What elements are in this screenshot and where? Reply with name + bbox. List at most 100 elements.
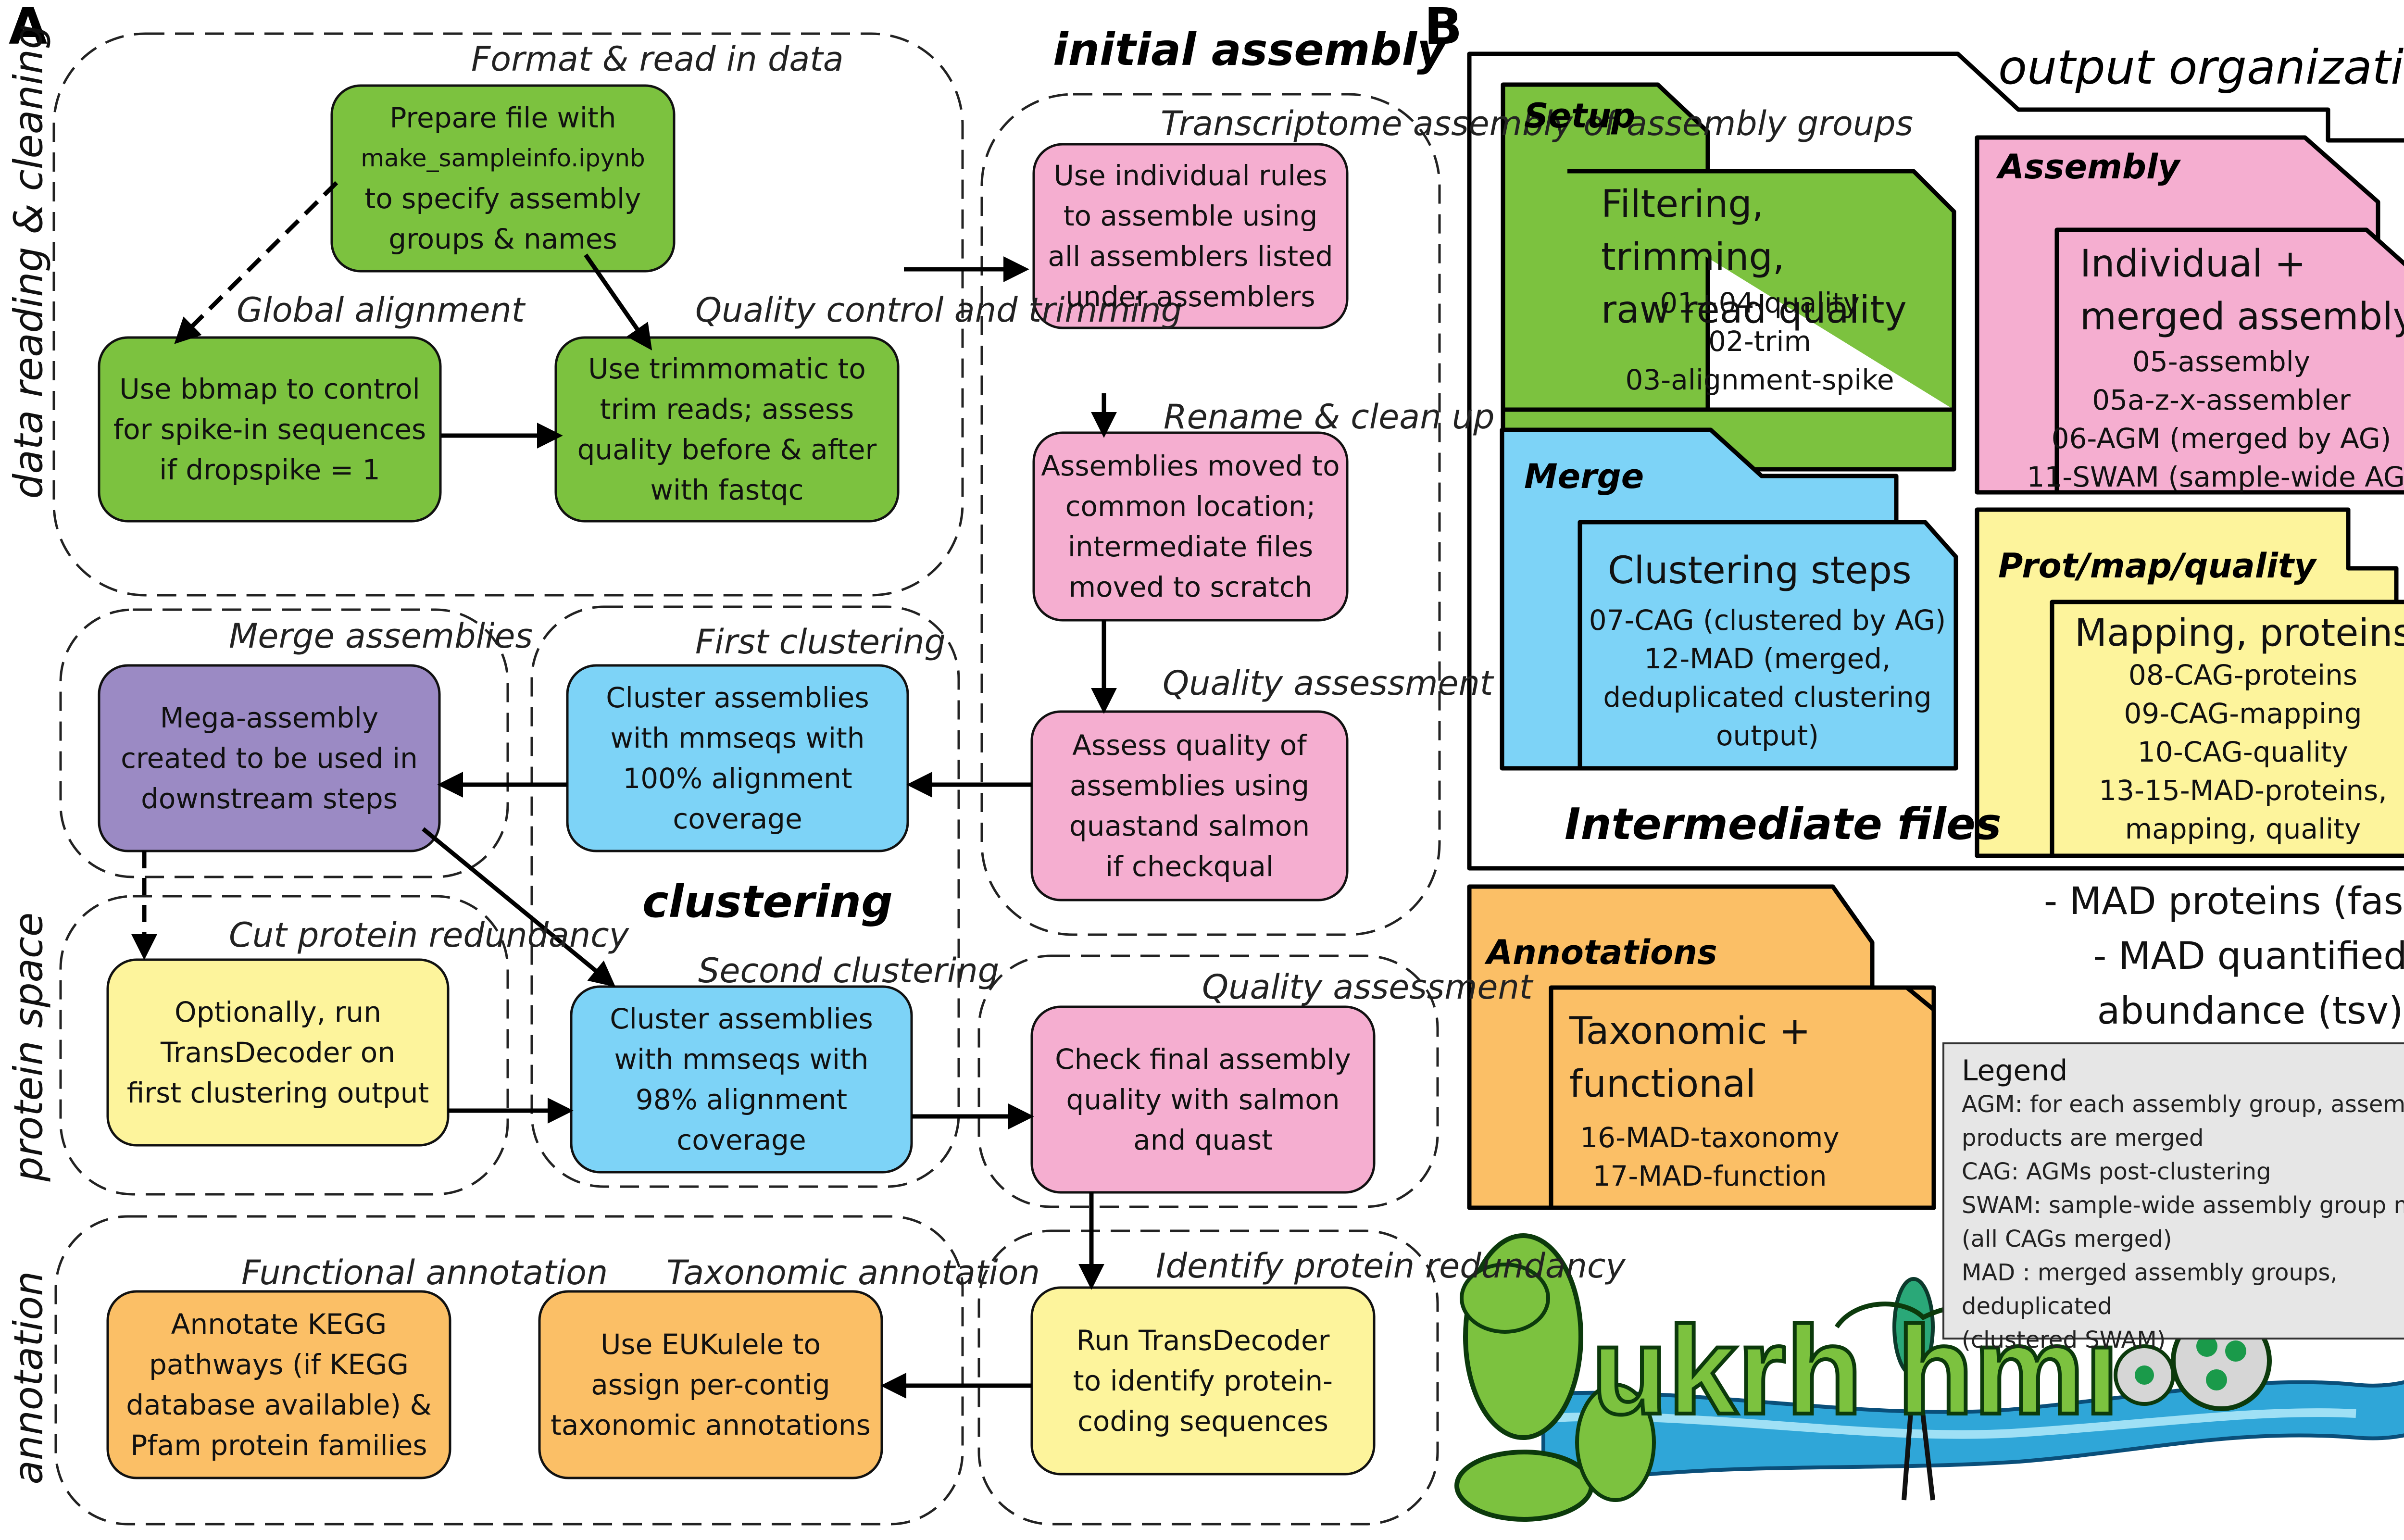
node-trimmomatic-line: trim reads; assess (600, 393, 854, 426)
node-prepare-line: to specify assembly (364, 182, 641, 215)
section-initial-assembly: initial assembly (1053, 24, 1446, 75)
node-assess: Assess quality of assemblies using quast… (1032, 712, 1347, 900)
node-assemble-line: all assemblers listed (1048, 240, 1333, 273)
node-mega-line: Mega-assembly (160, 701, 379, 734)
group-annotation (54, 1215, 964, 1526)
node-bbmap: Use bbmap to control for spike-in sequen… (99, 338, 440, 521)
node-kegg-line: pathways (if KEGG (149, 1348, 409, 1381)
node-cluster1-line: Cluster assemblies (606, 681, 869, 714)
legend-line: MAD : merged assembly groups, deduplicat… (1962, 1259, 2338, 1320)
label-merge-assemblies: Merge assemblies (229, 616, 533, 656)
group-protein (59, 895, 509, 1196)
prot-item: 13-15-MAD-proteins, (2099, 774, 2387, 807)
group-data-cleaning (52, 32, 964, 597)
node-eukulele-line: assign per-contig (591, 1368, 830, 1401)
label-quality-assessment-2: Quality assessment (1202, 967, 1533, 1007)
label-format-read: Format & read in data (471, 39, 844, 79)
legend-line: AGM: for each assembly group, assembler (1962, 1091, 2404, 1118)
node-bbmap-line: Use bbmap to control (119, 373, 420, 405)
merge-item: 07-CAG (clustered by AG) (1589, 604, 1946, 637)
node-mega-line: downstream steps (141, 782, 398, 815)
node-cluster1-line: with mmseqs with (610, 722, 865, 754)
legend-line: CAG: AGMs post-clustering (1962, 1158, 2271, 1185)
output-title: output organization (1998, 40, 2404, 95)
node-eukulele: Use EUKulele to assign per-contig taxono… (539, 1291, 882, 1478)
group-clustering (530, 605, 960, 1188)
label-global-alignment: Global alignment (237, 290, 525, 330)
legend-line: SWAM: sample-wide assembly group merge (1962, 1192, 2404, 1219)
group-merge (59, 608, 509, 878)
node-moved-line: common location; (1065, 490, 1316, 523)
node-transdecoder-line: coding sequences (1077, 1405, 1329, 1438)
label-quality-control: Quality control and trimming (695, 290, 1183, 330)
merge-item: output) (1716, 719, 1819, 752)
section-annotation: annotation (6, 1271, 52, 1485)
node-trimmomatic-line: with fastqc (650, 474, 804, 506)
node-transdecoder-line: to identify protein- (1073, 1365, 1333, 1397)
node-cluster1-line: coverage (673, 802, 802, 835)
node-cluster2-line: with mmseqs with (614, 1043, 869, 1076)
setup-item: 02-trim (1708, 325, 1811, 358)
node-prepare-line: Prepare file with (389, 101, 616, 134)
label-first-clustering: First clustering (695, 622, 946, 662)
folder-assembly-front (2054, 227, 2404, 495)
node-bbmap-line: if dropspike = 1 (159, 453, 380, 486)
node-moved-shape (1032, 431, 1349, 622)
merge-item: 12-MAD (merged, (1644, 642, 1891, 675)
node-assemble-line: under assemblers (1065, 280, 1315, 313)
node-cluster2-shape (570, 985, 913, 1174)
legend-title: Legend (1962, 1054, 2068, 1088)
node-prepare-line: make_sampleinfo.ipynb (361, 144, 645, 172)
folder-prot-front (2050, 600, 2404, 858)
node-transdecoder-opt-shape (106, 958, 450, 1147)
prot-items: 08-CAG-proteins 09-CAG-mapping 10-CAG-qu… (2034, 656, 2404, 848)
node-assess-line: assemblies using (1069, 769, 1310, 802)
node-assess-line: Assess quality of (1072, 729, 1307, 762)
assembly-item: 05-assembly (2132, 345, 2311, 378)
final-outputs: - MAD proteins (fastq) - MAD quantified … (2010, 874, 2404, 1039)
annotations-heading-line: functional (1569, 1063, 1756, 1106)
folder-merge-front (1578, 520, 1958, 771)
node-trimmomatic-line: Use trimmomatic to (588, 352, 866, 385)
node-transdecoder-opt-line: Optionally, run (175, 996, 381, 1028)
node-kegg-shape (106, 1290, 451, 1479)
assembly-item: 05a-z-x-assembler (2092, 384, 2351, 416)
label-identify-protein: Identify protein redundancy (1156, 1246, 1626, 1286)
folder-setup-front (1501, 169, 1956, 472)
node-cluster1-line: 100% alignment (623, 762, 852, 795)
final-output-line: - MAD quantified (2093, 935, 2404, 978)
node-eukulele-line: taxonomic annotations (551, 1409, 871, 1441)
node-bbmap-line: for spike-in sequences (113, 413, 426, 446)
annotations-item: 16-MAD-taxonomy (1580, 1121, 1840, 1154)
node-kegg-line: database available) & (126, 1389, 432, 1421)
node-cluster2-line: Cluster assemblies (610, 1002, 873, 1035)
assembly-heading: Individual + merged assembly (2057, 238, 2404, 343)
node-assess-shape (1030, 710, 1349, 901)
node-transdecoder-opt-line: first clustering output (126, 1077, 429, 1109)
legend-line: (all CAGs merged) (1962, 1226, 2172, 1252)
node-assess-line: quastand salmon (1069, 810, 1310, 842)
annotations-tab: Annotations (1487, 933, 1717, 972)
label-cut-protein: Cut protein redundancy (229, 915, 629, 955)
node-final-quality-line: Check final assembly (1055, 1043, 1351, 1076)
label-transcriptome: Transcriptome assembly of assembly group… (1161, 104, 1914, 143)
label-quality-assessment-1: Quality assessment (1163, 664, 1493, 703)
node-mega: Mega-assembly created to be used in down… (99, 665, 439, 851)
node-mega-shape (98, 664, 441, 852)
setup-heading-line: Filtering, trimming, (1601, 183, 1785, 279)
setup-items: 01+04-quality 02-trim 03-alignment-spike (1567, 284, 1952, 399)
node-mega-line: created to be used in (121, 742, 418, 775)
node-moved-line: intermediate files (1067, 530, 1314, 563)
node-kegg: Annotate KEGG pathways (if KEGG database… (108, 1291, 450, 1478)
annotations-item: 17-MAD-function (1592, 1160, 1827, 1192)
node-kegg-line: Pfam protein families (130, 1429, 427, 1462)
node-final-quality: Check final assembly quality with salmon… (1032, 1007, 1374, 1192)
node-kegg-line: Annotate KEGG (171, 1308, 387, 1340)
node-prepare-line: groups & names (388, 223, 617, 255)
section-clustering: clustering (642, 876, 893, 927)
intermediate-label: Intermediate files (1565, 799, 2002, 850)
arrow-prepare-trimmomatic (584, 253, 652, 351)
node-cluster2: Cluster assemblies with mmseqs with 98% … (571, 987, 912, 1172)
legend-line: products are merged (1962, 1125, 2204, 1152)
label-functional: Functional annotation (241, 1253, 608, 1292)
